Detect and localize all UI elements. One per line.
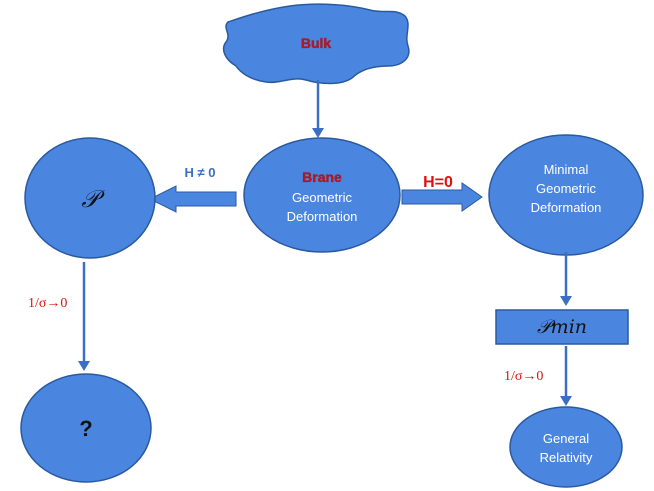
question-label: ? bbox=[79, 416, 92, 441]
gr-line1: General bbox=[543, 431, 589, 446]
brane-line1: Geometric bbox=[292, 190, 352, 205]
brane-line2: Deformation bbox=[287, 209, 358, 224]
general-relativity-node: General Relativity bbox=[509, 406, 623, 488]
gr-line2: Relativity bbox=[540, 450, 593, 465]
minimal-line1: Minimal bbox=[544, 162, 589, 177]
arrow-p-to-question: 1/σ→0 bbox=[28, 262, 90, 371]
h-zero-label: H=0 bbox=[423, 174, 453, 191]
left-limit-label: 1/σ→0 bbox=[28, 296, 67, 311]
brane-title: Brane bbox=[302, 169, 342, 185]
question-node: ? bbox=[20, 373, 152, 483]
minimal-deformation-node: Minimal Geometric Deformation bbox=[488, 134, 644, 256]
bulk-node: Bulk bbox=[222, 3, 410, 85]
h-nonzero-label: H ≠ 0 bbox=[185, 165, 216, 180]
right-limit-label: 1/σ→0 bbox=[504, 369, 543, 384]
minimal-line3: Deformation bbox=[531, 200, 602, 215]
p-node: 𝒫 bbox=[24, 137, 156, 259]
pmin-box: 𝒫min bbox=[495, 309, 629, 345]
arrow-pmin-to-gr: 1/σ→0 bbox=[504, 346, 572, 406]
left-block-arrow: H ≠ 0 bbox=[148, 165, 237, 213]
bulk-label: Bulk bbox=[301, 35, 332, 51]
pmin-label: 𝒫min bbox=[537, 316, 587, 338]
arrow-minimal-to-pmin bbox=[560, 252, 572, 306]
arrow-bulk-to-brane bbox=[312, 80, 324, 138]
brane-node: Brane Geometric Deformation bbox=[243, 137, 401, 253]
minimal-line2: Geometric bbox=[536, 181, 596, 196]
right-block-arrow: H=0 bbox=[401, 174, 483, 212]
